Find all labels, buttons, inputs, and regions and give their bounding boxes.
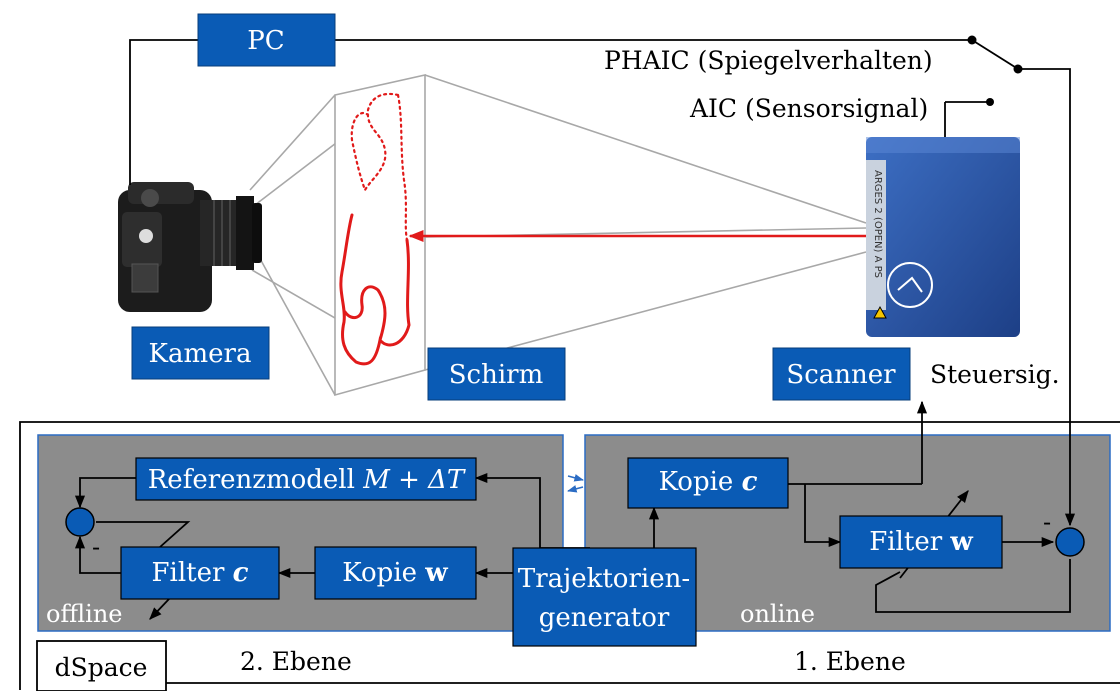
filter-w-text: Filter <box>869 527 950 557</box>
scanner-label: Scanner <box>786 360 896 390</box>
kopie-w-math: w <box>424 558 448 588</box>
scanner-side-text: ARGES 2 (OPEN) A PS <box>872 170 883 278</box>
camera-icon <box>118 182 262 312</box>
laser-trace-solid <box>339 213 411 366</box>
filter-c-text: Filter <box>151 558 232 588</box>
filter-c-label: Filter c <box>151 558 248 588</box>
online-label: online <box>740 600 815 628</box>
kopie-c-label: Kopie c <box>659 467 758 497</box>
summing-junction-online <box>1055 527 1085 557</box>
trajektoriengenerator-box <box>512 547 697 647</box>
filter-w-label: Filter w <box>869 527 973 557</box>
pc-box <box>197 13 336 67</box>
filter-w-math: w <box>949 527 973 557</box>
minus-sign-offline: - <box>92 533 100 561</box>
switch-contact-top <box>967 35 977 45</box>
kamera-label: Kamera <box>149 339 252 369</box>
referenzmodell-math: M + ΔT <box>362 465 466 495</box>
phaic-label: PHAIC (Spiegelverhalten) <box>604 46 933 75</box>
dspace-frame <box>19 421 1120 690</box>
filter-c-math: c <box>233 558 249 588</box>
pc-label: PC <box>247 26 284 56</box>
kopie-w-text: Kopie <box>342 558 425 588</box>
filter-c-box <box>120 546 280 600</box>
summing-junction-offline <box>65 507 95 537</box>
minus-sign-online: - <box>1043 508 1051 536</box>
ebene1-label: 1. Ebene <box>794 647 906 676</box>
kopie-w-label: Kopie w <box>342 558 448 588</box>
steuersig-label: Steuersig. <box>930 360 1060 389</box>
kopie-c-box <box>627 457 789 509</box>
offline-label: offline <box>46 600 123 628</box>
dspace-label: dSpace <box>55 653 148 682</box>
aic-label: AIC (Sensorsignal) <box>689 94 928 123</box>
schirm-label: Schirm <box>449 360 544 390</box>
pc-wiring <box>129 39 1076 527</box>
schirm-box <box>427 347 566 401</box>
referenzmodell-label: Referenzmodell M + ΔT <box>148 465 466 495</box>
switch-contact-bottom <box>1013 64 1023 74</box>
kopie-w-box <box>314 546 477 600</box>
kamera-box <box>131 326 270 380</box>
traj-line2: generator <box>539 603 670 633</box>
referenzmodell-text: Referenzmodell <box>148 465 363 495</box>
referenzmodell-box <box>135 457 477 501</box>
zone-exchange-arrows <box>567 474 584 493</box>
ebene2-label: 2. Ebene <box>240 647 352 676</box>
kopie-c-text: Kopie <box>659 467 742 497</box>
traj-line1: Trajektorien- <box>518 564 690 594</box>
laser-trace-dotted <box>350 92 409 242</box>
scanner-device: ARGES 2 (OPEN) A PS <box>866 98 1020 337</box>
kopie-c-math: c <box>742 467 758 497</box>
filter-w-box <box>839 515 1003 569</box>
scanner-box <box>772 347 911 401</box>
